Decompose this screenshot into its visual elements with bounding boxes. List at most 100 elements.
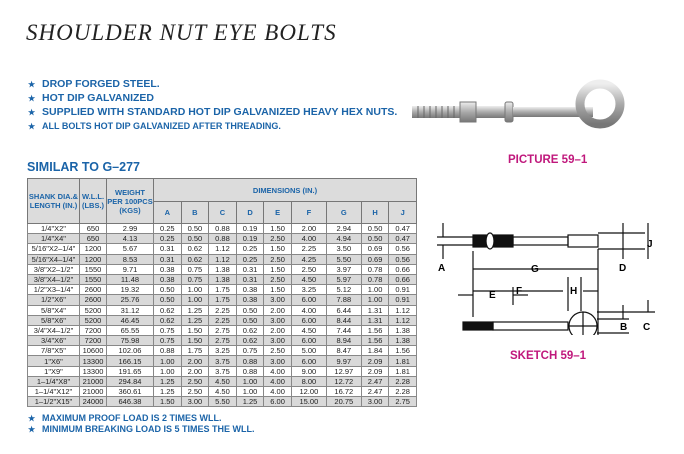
table-cell: 0.25 [235, 253, 265, 265]
header-dim-f: F [290, 201, 327, 224]
table-cell: 1.81 [388, 355, 417, 367]
table-cell: 5/16"X2–1/4" [27, 243, 80, 255]
table-cell: 3/4"X6" [27, 335, 80, 347]
table-cell: 1/2"X6" [27, 294, 80, 306]
table-cell: 2.75 [208, 324, 237, 337]
table-cell: 1.00 [235, 375, 265, 388]
table-cell: 2.25 [290, 243, 327, 255]
table-cell: 3.00 [360, 396, 390, 408]
table-cell: 1.31 [360, 304, 390, 316]
table-cell: 0.50 [153, 294, 182, 306]
table-cell: 294.84 [106, 375, 154, 388]
table-cell: 0.69 [360, 253, 390, 265]
star-icon: ★ [28, 94, 36, 103]
table-cell: 6.44 [325, 304, 362, 316]
table-cell: 0.56 [388, 253, 417, 265]
table-cell: 2.25 [208, 314, 237, 326]
table-cell: 2.28 [388, 375, 417, 388]
table-cell: 16.72 [325, 385, 362, 398]
table-cell: 2.00 [263, 304, 292, 316]
table-cell: 1.56 [360, 335, 390, 347]
table-cell: 11.48 [106, 273, 154, 286]
table-cell: 3.00 [263, 314, 292, 326]
feature-item: ★ALL BOLTS HOT DIP GALVANIZED AFTER THRE… [28, 119, 397, 133]
label-g: G [531, 264, 539, 275]
table-cell: 191.65 [106, 365, 154, 377]
sketch-caption: SKETCH 59–1 [510, 350, 587, 362]
table-cell: 1–1/4"X8" [27, 375, 80, 388]
table-cell: 7.44 [325, 324, 362, 337]
table-cell: 21000 [79, 375, 107, 388]
table-cell: 5/8"X4" [27, 304, 80, 316]
table-cell: 2.00 [263, 324, 292, 337]
table-cell: 1.25 [235, 396, 265, 408]
table-cell: 3.00 [263, 335, 292, 347]
header-shank: SHANK DIA.& LENGTH (IN.) [27, 178, 80, 224]
label-c: C [643, 322, 650, 333]
specs-table: SHANK DIA.& LENGTH (IN.) W.L.L. (LBS.) W… [27, 178, 417, 408]
table-cell: 1.12 [208, 243, 237, 255]
label-a: A [438, 263, 445, 274]
table-cell: 7200 [79, 335, 107, 347]
table-cell: 24000 [79, 396, 107, 408]
table-cell: 5.97 [325, 273, 362, 286]
table-cell: 0.38 [235, 294, 265, 306]
header-dim-g: G [325, 201, 362, 224]
header-dim-c: C [208, 201, 237, 224]
table-cell: 5/8"X6" [27, 314, 80, 326]
table-cell: 1.50 [263, 243, 292, 255]
table-cell: 0.47 [388, 233, 417, 245]
header-dim-a: A [153, 201, 182, 224]
table-cell: 13300 [79, 365, 107, 377]
table-cell: 0.62 [235, 324, 265, 337]
table-cell: 1.00 [153, 355, 182, 367]
header-dim-b: B [180, 201, 210, 224]
table-cell: 0.66 [388, 263, 417, 275]
table-cell: 1"X9" [27, 365, 80, 377]
table-cell: 8.00 [290, 375, 327, 388]
table-cell: 0.38 [153, 263, 182, 275]
table-cell: 0.19 [235, 233, 265, 245]
table-cell: 3/8"X4–1/2" [27, 273, 80, 286]
table-cell: 0.62 [180, 243, 210, 255]
table-cell: 5200 [79, 304, 107, 316]
table-cell: 4.25 [290, 253, 327, 265]
table-cell: 0.50 [360, 233, 390, 245]
table-cell: 1"X6" [27, 355, 80, 367]
table-cell: 1.81 [388, 365, 417, 377]
table-cell: 65.55 [106, 324, 154, 337]
table-cell: 1.38 [208, 273, 237, 286]
table-cell: 0.62 [180, 253, 210, 265]
table-cell: 0.88 [208, 233, 237, 245]
table-cell: 2.75 [388, 396, 417, 408]
footnotes: ★MAXIMUM PROOF LOAD IS 2 TIMES WLL. ★MIN… [28, 413, 255, 435]
table-cell: 0.88 [208, 222, 237, 235]
table-cell: 360.61 [106, 385, 154, 398]
footnote-text: MINIMUM BREAKING LOAD IS 5 TIMES THE WLL… [42, 424, 255, 434]
table-cell: 0.31 [153, 243, 182, 255]
table-cell: 0.25 [235, 243, 265, 255]
table-cell: 646.38 [106, 396, 154, 408]
table-cell: 0.31 [153, 253, 182, 265]
table-cell: 3.97 [325, 263, 362, 275]
table-cell: 8.47 [325, 345, 362, 357]
table-cell: 75.98 [106, 335, 154, 347]
table-cell: 2.50 [180, 375, 210, 388]
table-cell: 0.25 [153, 233, 182, 245]
table-cell: 3.25 [290, 284, 327, 296]
table-cell: 0.50 [153, 284, 182, 296]
star-icon: ★ [28, 80, 36, 89]
header-wll: W.L.L. (LBS.) [79, 178, 107, 224]
table-cell: 1/4"X2" [27, 222, 80, 235]
feature-text: DROP FORGED STEEL. [42, 78, 160, 90]
similar-heading: SIMILAR TO G–277 [27, 160, 140, 174]
table-cell: 1.00 [360, 294, 390, 306]
